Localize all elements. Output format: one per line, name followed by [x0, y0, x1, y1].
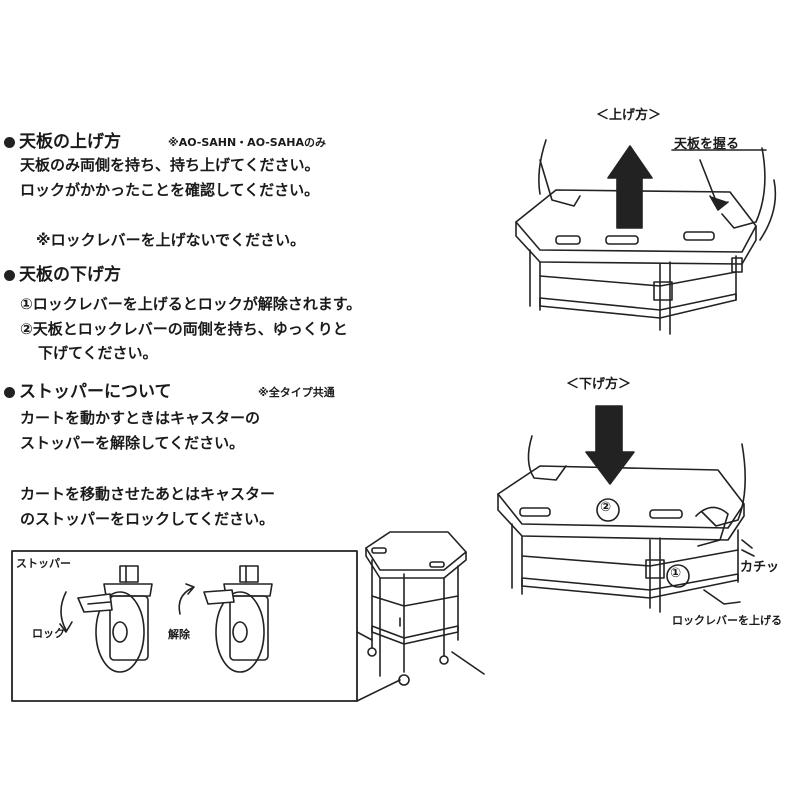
stopper-box-title: ストッパー — [16, 557, 71, 570]
click-label: カチッ — [740, 560, 780, 575]
bullet-icon — [4, 387, 15, 398]
raise-line-2: ロックがかかったことを確認してください。 — [20, 181, 320, 199]
lever-label: ロックレバーを上げる — [672, 614, 782, 627]
raise-title: ＜上げ方＞ — [596, 108, 662, 123]
lower-title: ＜下げ方＞ — [566, 377, 632, 392]
lower-step-2b: 下げてください。 — [38, 344, 158, 362]
raise-cart-illustration — [515, 139, 777, 335]
stopper-line-4: のストッパーをロックしてください。 — [20, 510, 275, 528]
stopper-line-2: ストッパーを解除してください。 — [20, 434, 245, 452]
grip-pointer-line — [699, 159, 719, 207]
down-arrow-icon — [585, 405, 635, 485]
bullet-icon — [4, 137, 15, 148]
stopper-box — [11, 550, 358, 702]
leader-line — [451, 651, 485, 675]
leader-line — [356, 631, 373, 641]
lower-heading-text: 天板の下げ方 — [19, 265, 121, 285]
grip-pointer-icon — [709, 195, 729, 211]
lower-heading: 天板の下げ方 — [4, 260, 121, 285]
grip-label: 天板を握る — [674, 137, 740, 152]
lower-step-2: ②天板とロックレバーの両側を持ち、ゆっくりと — [20, 320, 348, 338]
bullet-icon — [4, 270, 15, 281]
stopper-heading-text: ストッパーについて — [19, 382, 172, 402]
release-direction-arrow-icon — [178, 587, 193, 615]
stopper-note: ※全タイプ共通 — [258, 386, 335, 399]
caster-lock-icon — [77, 565, 153, 673]
caster-release-icon — [203, 565, 273, 673]
stopper-line-1: カートを動かすときはキャスターの — [20, 409, 261, 427]
lock-label: ロック — [32, 627, 65, 640]
stopper-heading: ストッパーについて — [4, 377, 172, 402]
stopper-line-3: カートを移動させたあとはキャスター — [20, 485, 276, 503]
step-1-circle — [666, 564, 690, 588]
step-2-number: ② — [600, 500, 612, 515]
raise-model-note: ※AO-SAHN・AO-SAHAのみ — [168, 136, 326, 149]
raise-heading-text: 天板の上げ方 — [19, 132, 121, 152]
release-label: 解除 — [168, 628, 190, 641]
arrow-head-icon — [59, 621, 73, 633]
leader-line — [356, 679, 401, 702]
up-arrow-icon — [607, 145, 653, 229]
raise-warning: ※ロックレバーを上げないでください。 — [36, 231, 306, 249]
lock-direction-arrow-icon — [60, 591, 67, 631]
lower-step-1: ①ロックレバーを上げるとロックが解除されます。 — [20, 295, 362, 313]
raise-line-1: 天板のみ両側を持ち、持ち上げてください。 — [20, 156, 320, 174]
cart-illustration — [365, 531, 467, 686]
raise-heading: 天板の上げ方 — [4, 127, 121, 152]
step-1-number: ① — [670, 566, 682, 581]
lower-cart-illustration — [497, 435, 755, 613]
arrow-head-icon — [185, 583, 195, 595]
step-2-circle — [596, 498, 620, 522]
